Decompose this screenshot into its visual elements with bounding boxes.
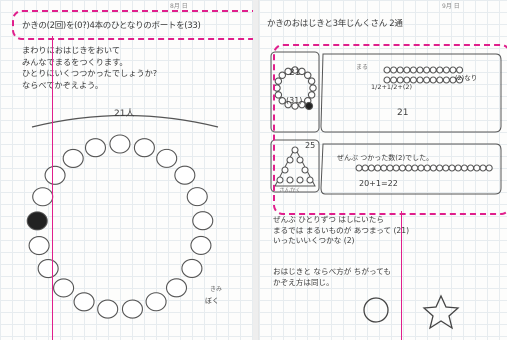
handwritten-line: おはじきと ならべ方が ちがっても — [273, 266, 391, 277]
bead — [29, 237, 49, 255]
bead — [157, 149, 177, 167]
bead — [191, 236, 211, 254]
bead — [74, 293, 94, 311]
left-notebook-page: 8月 日 かきの(2回)を(0?)4本のひとなりのボートを(33) まわりにおは… — [0, 0, 254, 340]
bead — [45, 166, 65, 184]
handwritten-line: ぜんぶ ひとりずつ はしにいたら — [273, 214, 384, 225]
black-bead — [27, 212, 47, 230]
bead — [33, 188, 53, 206]
bead — [193, 212, 213, 230]
bead — [187, 188, 207, 206]
bead — [182, 259, 202, 277]
bead-ring — [27, 135, 213, 318]
bead — [175, 166, 195, 184]
right-callout-leader-line — [401, 211, 402, 340]
bead-marker-note: きみ — [210, 284, 222, 293]
bead-marker-label: ぼく — [205, 296, 219, 306]
right-diagram-highlight — [273, 44, 507, 215]
bead — [167, 279, 187, 297]
bead — [122, 300, 142, 318]
bead — [63, 149, 83, 167]
bead — [85, 139, 105, 157]
left-callout-leader-line — [52, 36, 53, 340]
bead — [54, 279, 74, 297]
right-notebook-page: 9月 日 かきのおはじきと3年じんくさん 2通 21 (31) 1/2+1/2+… — [258, 0, 507, 340]
bead — [38, 260, 58, 278]
handwritten-line: かぞえ方は同じ。 — [273, 277, 334, 288]
bead — [110, 135, 130, 153]
arc-count-label: 21人 — [114, 106, 134, 119]
bead — [98, 300, 118, 318]
handwritten-line: いったいいくつかな (2) — [273, 235, 355, 246]
left-title-highlight — [12, 10, 264, 40]
bead — [134, 139, 154, 157]
bead — [146, 293, 166, 311]
handwritten-line: まるでは まるいものが あつまって (21) — [273, 225, 409, 236]
